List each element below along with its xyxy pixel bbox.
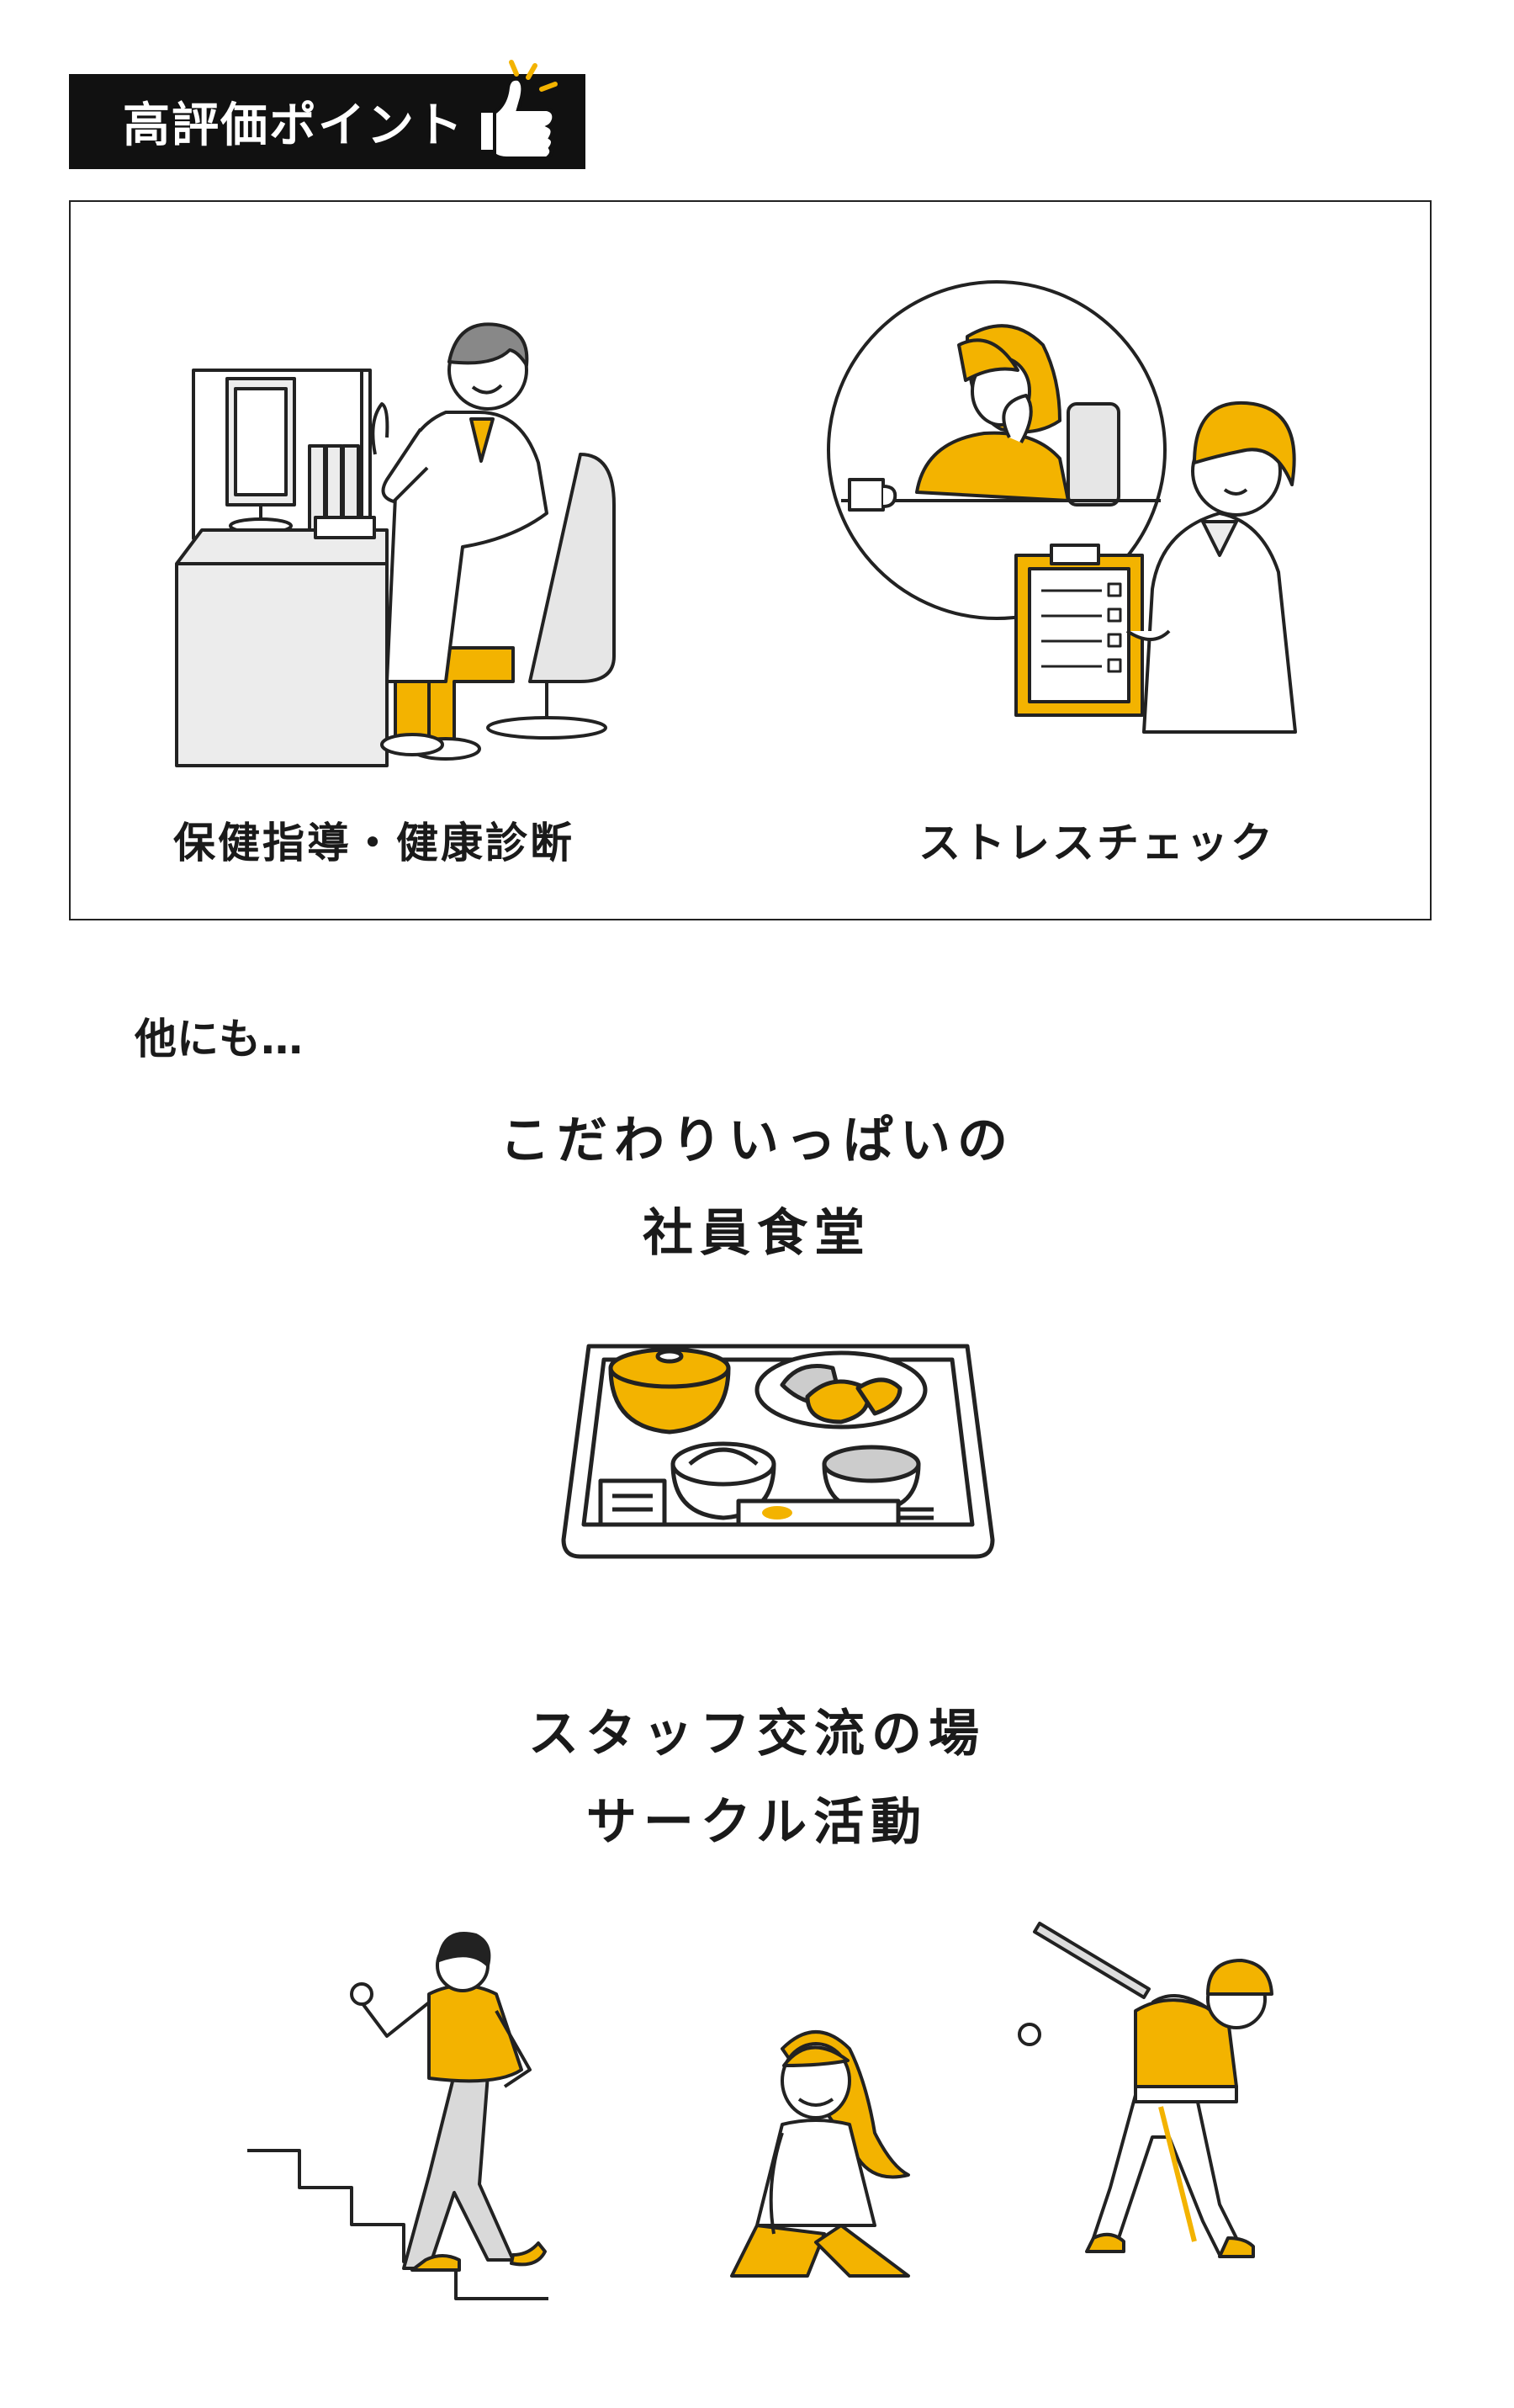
cafeteria-heading-line1: こだわりいっぱいの	[500, 1111, 1014, 1170]
cafeteria-heading-line2: 社員食堂	[643, 1204, 871, 1263]
doctor-illustration	[175, 322, 616, 767]
clubs-heading-line2: サークル活動	[585, 1793, 929, 1852]
thumbs-up-icon	[478, 60, 558, 160]
section-title: 高評価ポイント	[123, 98, 464, 153]
meal-tray-illustration	[561, 1344, 995, 1559]
points-box	[69, 200, 1432, 920]
clubs-heading-line1: スタッフ交流の場	[528, 1705, 986, 1764]
point-caption-health: 保健指導・健康診断	[173, 819, 574, 867]
baseball-batter-illustration	[1018, 1922, 1273, 2258]
point-caption-stress: ストレスチェック	[918, 819, 1275, 867]
others-label: 他にも…	[135, 1015, 303, 1063]
stairs-walker-illustration	[247, 1932, 548, 2300]
stretching-woman-illustration	[730, 2030, 910, 2278]
stress-check-illustration	[827, 280, 1297, 734]
